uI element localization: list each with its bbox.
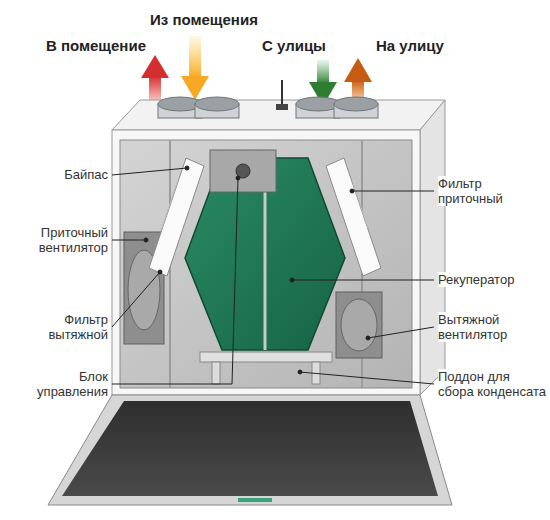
flow-label: В помещение	[4, 38, 146, 53]
callout-label: Рекуператор	[438, 272, 546, 287]
leader-lines	[112, 166, 434, 384]
housing	[112, 80, 445, 395]
flow-label: С улицы	[262, 38, 320, 53]
callout-label: Вытяжной вентилятор	[438, 312, 546, 342]
open-door	[48, 395, 452, 505]
callout-label: Приточный вентилятор	[8, 225, 108, 255]
callout-label: Фильтр вытяжной	[8, 312, 108, 342]
flow-label: Из помещения	[150, 12, 260, 27]
callout-label: Поддон для сбора конденсата	[438, 369, 546, 399]
flow-label: На улицу	[376, 38, 476, 53]
control-unit	[210, 150, 276, 192]
condensate-tray	[200, 352, 332, 384]
callout-label: Блок управления	[8, 369, 108, 399]
callout-label: Фильтр приточный	[438, 176, 546, 206]
callout-label: Байпас	[8, 167, 108, 182]
